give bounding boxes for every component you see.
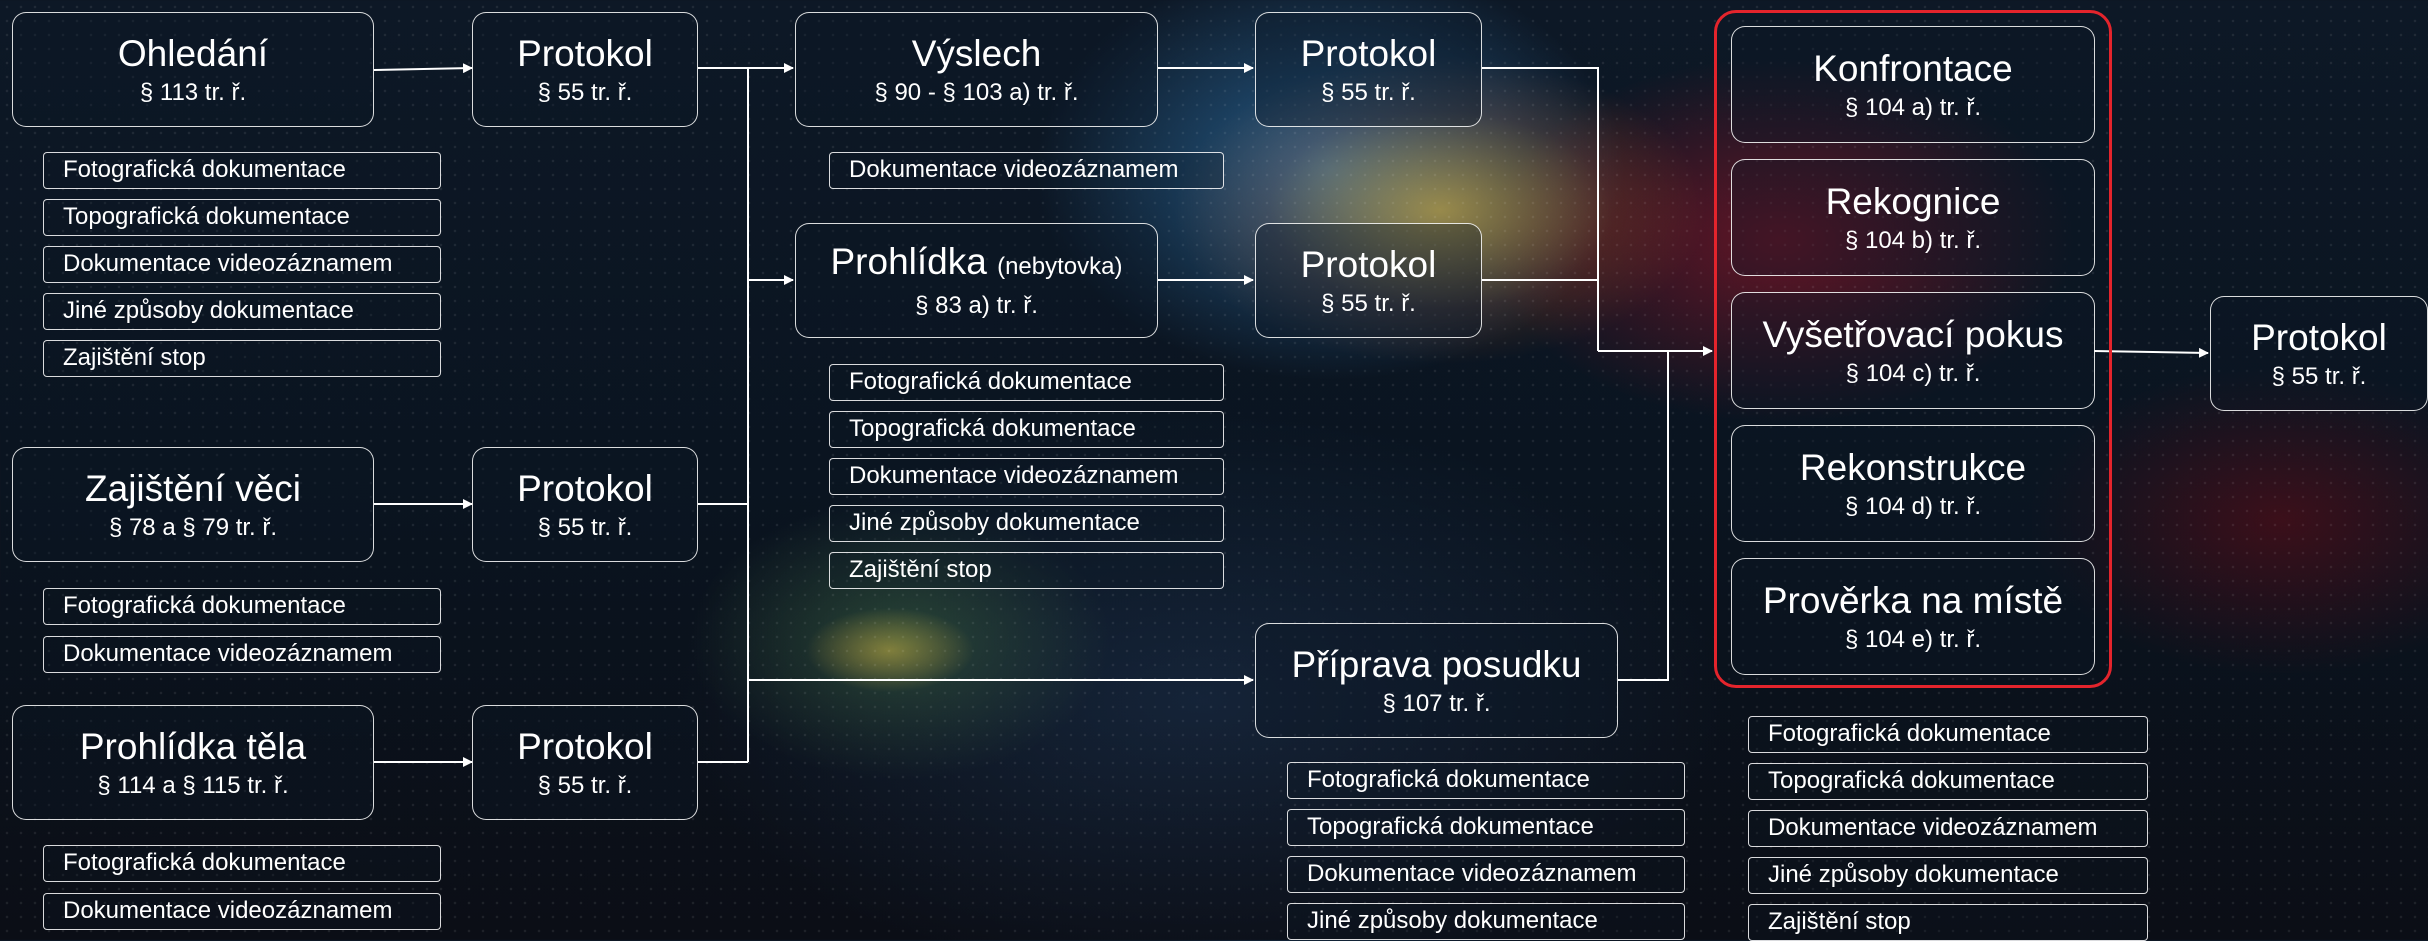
tag-group-5: Zajištění stop [1748, 904, 2148, 941]
tag-group-2: Topografická dokumentace [1748, 763, 2148, 800]
node-subtitle: § 114 a § 115 tr. ř. [97, 771, 289, 799]
node-proverka-na-miste: Prověrka na místě § 104 e) tr. ř. [1731, 558, 2095, 675]
tag-group-1: Fotografická dokumentace [1748, 716, 2148, 753]
node-subtitle: § 104 b) tr. ř. [1844, 226, 1982, 254]
node-subtitle: § 104 e) tr. ř. [1844, 625, 1982, 653]
node-title: Protokol [517, 725, 653, 767]
tag-ohledani-3: Dokumentace videozáznamem [43, 246, 441, 283]
node-title-note: (nebytovka) [997, 253, 1123, 280]
node-subtitle: § 55 tr. ř. [1321, 78, 1416, 106]
node-zajisteni-veci: Zajištění věci § 78 a § 79 tr. ř. [12, 447, 374, 562]
highlight-group-104 [1714, 10, 2112, 688]
edge-group-protokol-final [2093, 347, 2209, 358]
node-subtitle: § 55 tr. ř. [537, 771, 633, 799]
node-subtitle: § 55 tr. ř. [537, 513, 633, 541]
node-vysetrovaci-pokus: Vyšetřovací pokus § 104 c) tr. ř. [1731, 292, 2095, 409]
node-title: Ohledání [117, 32, 269, 74]
node-subtitle: § 104 d) tr. ř. [1844, 492, 1982, 520]
edge-protokol4-group [1482, 67, 1599, 351]
tag-prohlidka-1: Fotografická dokumentace [829, 364, 1224, 401]
node-subtitle: § 113 tr. ř. [139, 78, 247, 106]
node-title: Vyšetřovací pokus [1762, 313, 2064, 355]
node-rekognice: Rekognice § 104 b) tr. ř. [1731, 159, 2095, 276]
node-title: Protokol [517, 467, 653, 509]
tag-posudek-2: Topografická dokumentace [1287, 809, 1685, 846]
node-title: Protokol [517, 32, 653, 74]
node-title: Rekonstrukce [1799, 446, 2027, 488]
node-title: Protokol [1300, 32, 1437, 74]
tag-prohlidka-2: Topografická dokumentace [829, 411, 1224, 448]
tag-group-4: Jiné způsoby dokumentace [1748, 857, 2148, 894]
node-title-main: Prohlídka [830, 241, 987, 282]
tag-group-3: Dokumentace videozáznamem [1748, 810, 2148, 847]
tag-ohledani-4: Jiné způsoby dokumentace [43, 293, 441, 330]
node-priprava-posudku: Příprava posudku § 107 tr. ř. [1255, 623, 1618, 738]
node-title: Výslech [911, 32, 1042, 74]
node-title: Zajištění věci [85, 467, 301, 509]
node-title: Protokol [2251, 316, 2387, 358]
tag-ohledani-2: Topografická dokumentace [43, 199, 441, 236]
node-subtitle: § 104 a) tr. ř. [1844, 93, 1982, 121]
node-subtitle: § 55 tr. ř. [1321, 289, 1416, 317]
edge-ohledani-protokol [373, 63, 473, 74]
node-subtitle: § 78 a § 79 tr. ř. [108, 513, 278, 541]
tag-prohlidka-tela-1: Fotografická dokumentace [43, 845, 441, 882]
node-prohlidka-tela: Prohlídka těla § 114 a § 115 tr. ř. [12, 705, 374, 820]
node-vyslech: Výslech § 90 - § 103 a) tr. ř. [795, 12, 1158, 127]
node-subtitle: § 55 tr. ř. [2271, 362, 2367, 390]
tag-ohledani-1: Fotografická dokumentace [43, 152, 441, 189]
node-subtitle: § 107 tr. ř. [1382, 689, 1491, 717]
tag-vyslech-1: Dokumentace videozáznamem [829, 152, 1224, 189]
node-title: Prohlídka těla [79, 725, 307, 767]
tag-prohlidka-4: Jiné způsoby dokumentace [829, 505, 1224, 542]
tag-posudek-4: Jiné způsoby dokumentace [1287, 903, 1685, 940]
node-protokol-1: Protokol § 55 tr. ř. [472, 12, 698, 127]
node-prohlidka: Prohlídka (nebytovka) § 83 a) tr. ř. [795, 223, 1158, 338]
node-protokol-5: Protokol § 55 tr. ř. [1255, 223, 1482, 338]
tag-posudek-3: Dokumentace videozáznamem [1287, 856, 1685, 893]
node-title: Prohlídka (nebytovka) [831, 240, 1123, 289]
node-title: Protokol [1300, 243, 1437, 285]
node-subtitle: § 55 tr. ř. [537, 78, 633, 106]
node-protokol-2: Protokol § 55 tr. ř. [472, 447, 698, 562]
tag-zajisteni-1: Fotografická dokumentace [43, 588, 441, 625]
node-subtitle: § 83 a) tr. ř. [915, 292, 1038, 319]
tag-prohlidka-tela-2: Dokumentace videozáznamem [43, 893, 441, 930]
tag-ohledani-5: Zajištění stop [43, 340, 441, 377]
edge-protokol5-group [1482, 279, 1599, 351]
node-protokol-3: Protokol § 55 tr. ř. [472, 705, 698, 820]
node-rekonstrukce: Rekonstrukce § 104 d) tr. ř. [1731, 425, 2095, 542]
node-konfrontace: Konfrontace § 104 a) tr. ř. [1731, 26, 2095, 143]
tag-zajisteni-2: Dokumentace videozáznamem [43, 636, 441, 673]
node-subtitle: § 104 c) tr. ř. [1845, 359, 1981, 387]
node-title: Příprava posudku [1291, 643, 1582, 685]
tag-prohlidka-5: Zajištění stop [829, 552, 1224, 589]
edge-posudek-group [1618, 351, 1669, 681]
node-protokol-final: Protokol § 55 tr. ř. [2210, 296, 2428, 411]
node-subtitle: § 90 - § 103 a) tr. ř. [874, 78, 1079, 106]
tag-posudek-1: Fotografická dokumentace [1287, 762, 1685, 799]
node-title: Prověrka na místě [1762, 579, 2064, 621]
node-title: Konfrontace [1813, 47, 2013, 89]
node-protokol-4: Protokol § 55 tr. ř. [1255, 12, 1482, 127]
node-title: Rekognice [1825, 180, 2001, 222]
tag-prohlidka-3: Dokumentace videozáznamem [829, 458, 1224, 495]
node-ohledani: Ohledání § 113 tr. ř. [12, 12, 374, 127]
